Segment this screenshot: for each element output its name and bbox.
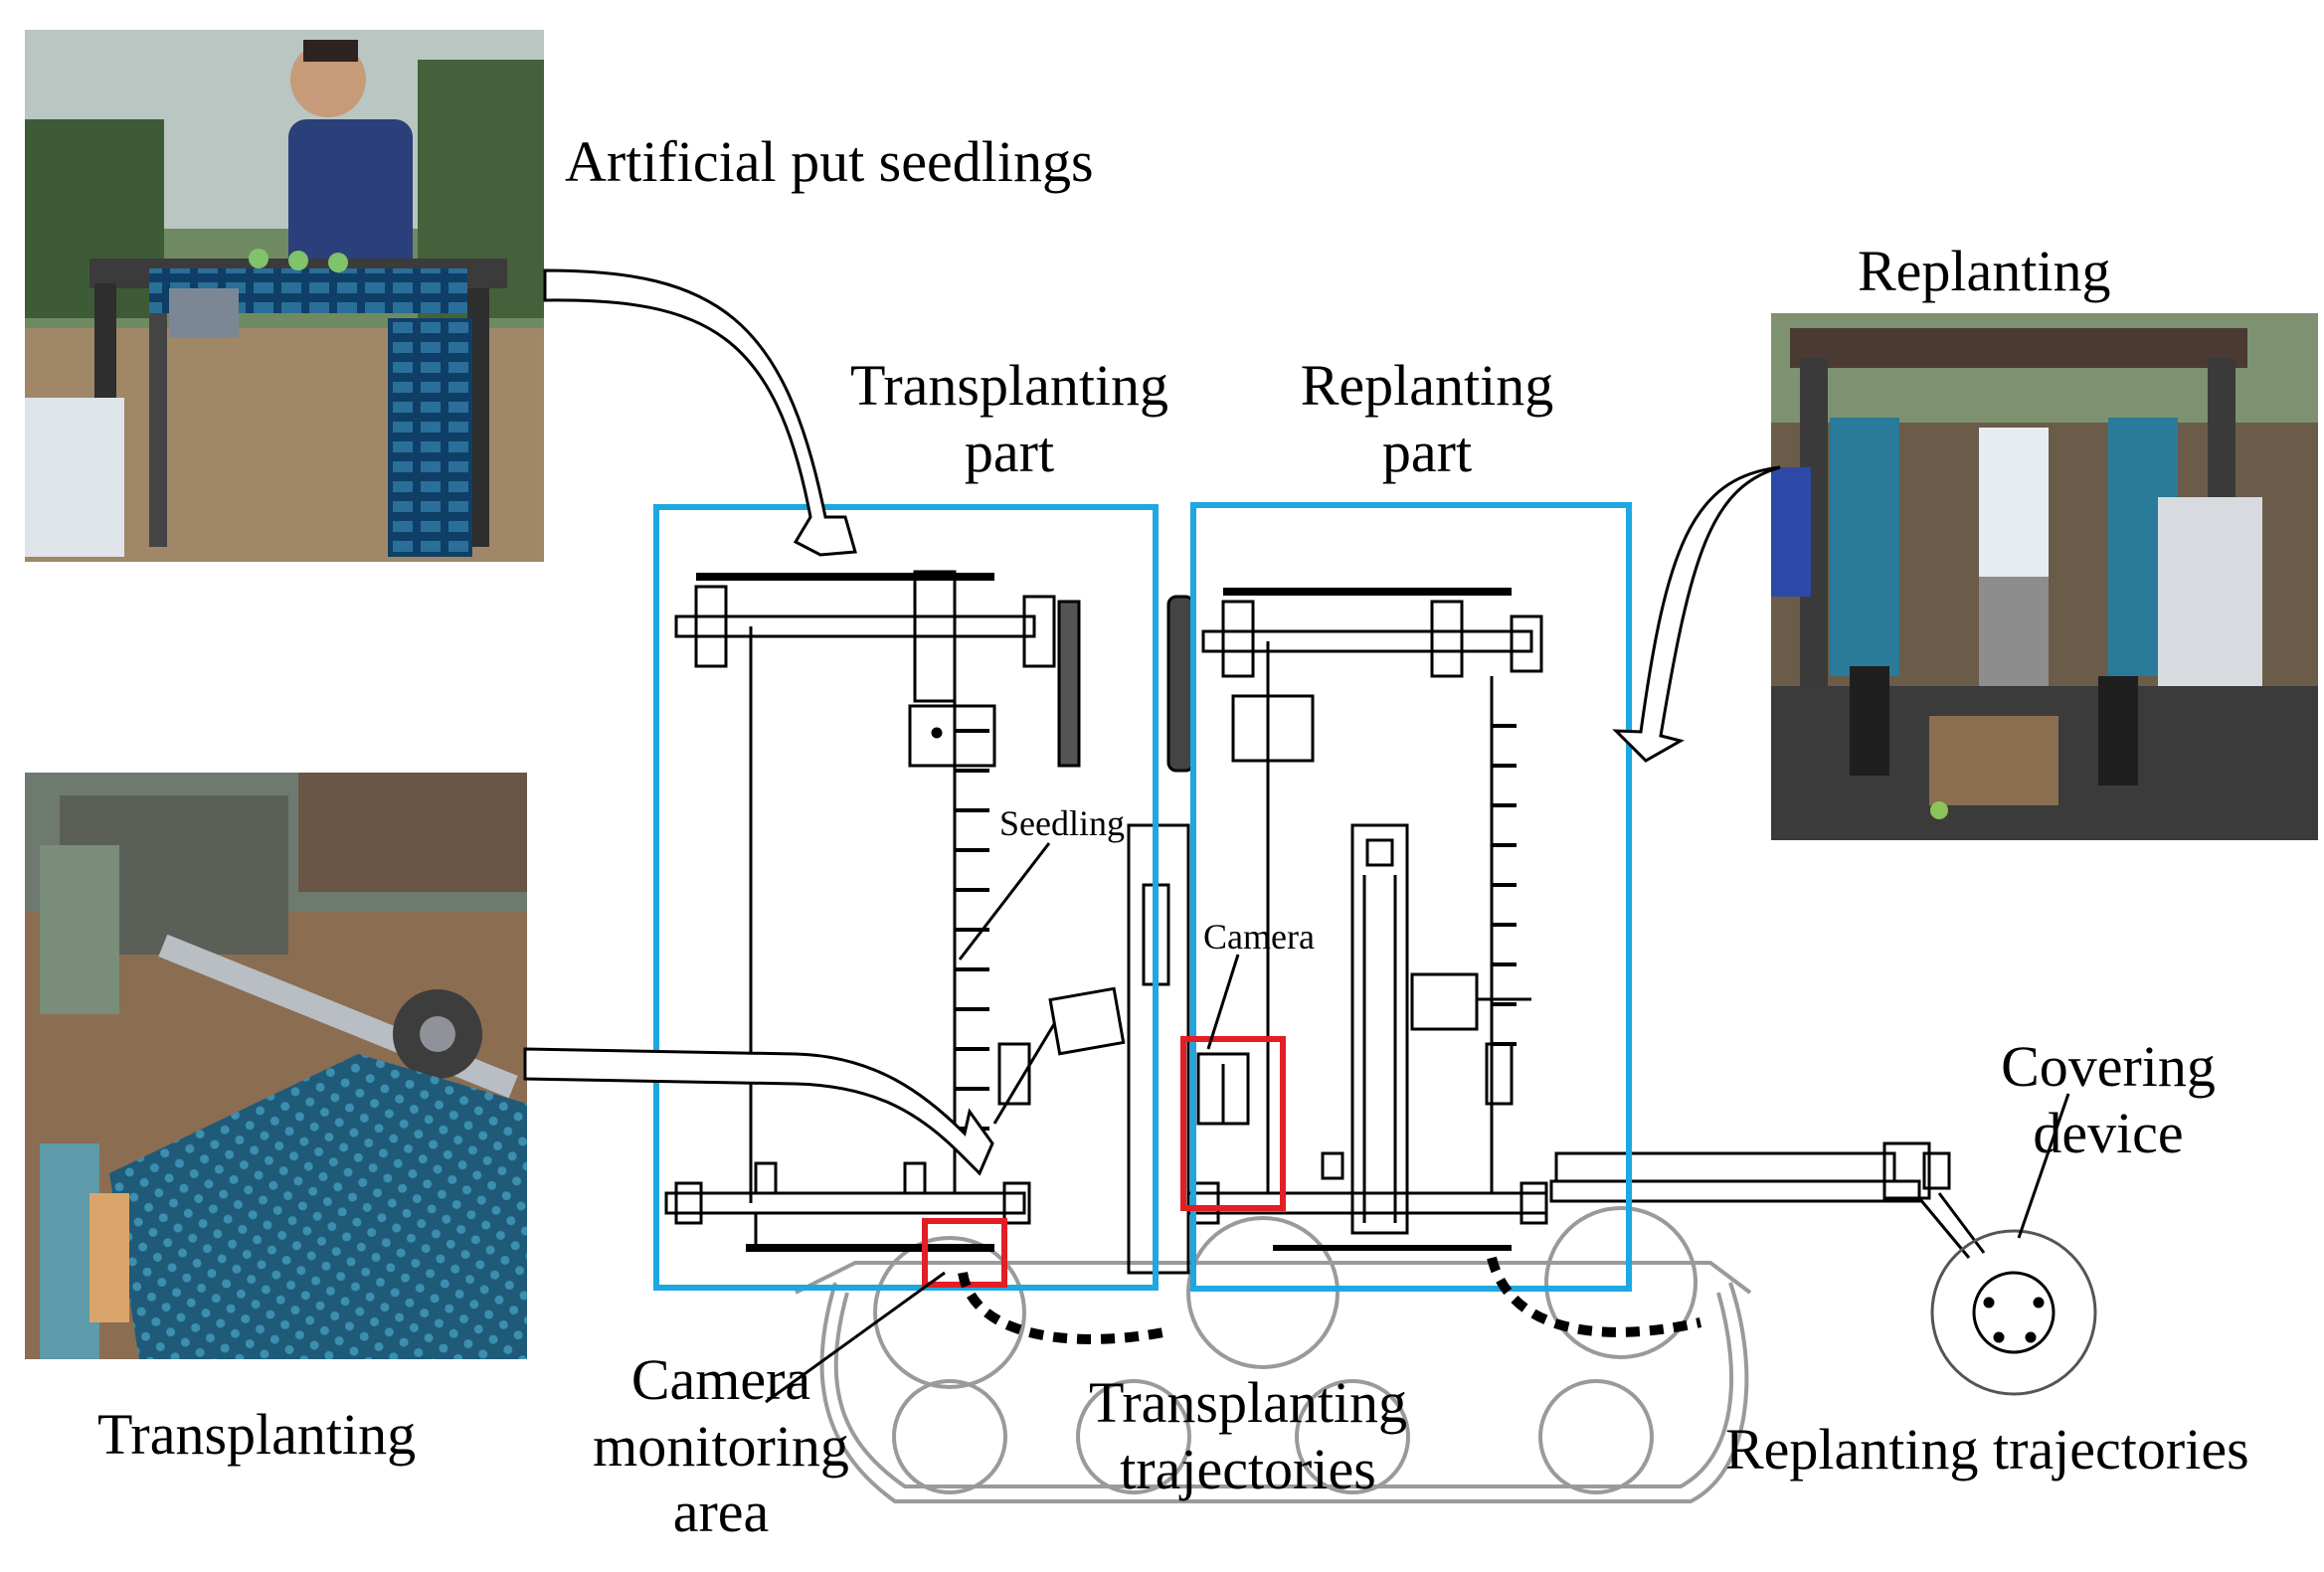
- label-covering-device-line1: Covering: [2001, 1034, 2216, 1099]
- camera-drawing: [1196, 1052, 1250, 1126]
- label-transplanting: Transplanting: [97, 1402, 417, 1467]
- arrow-transplanting: [523, 1047, 994, 1176]
- label-camera-monitoring-area-line3: area: [672, 1480, 770, 1545]
- center-chain-wheel: [1166, 595, 1195, 773]
- arrow-artificial-put-seedlings: [543, 268, 857, 557]
- label-replanting-trajectories: Replanting trajectories: [1725, 1417, 2249, 1482]
- replanting-trajectory-curve: [1487, 1256, 1702, 1337]
- replanting-part-box: [1190, 502, 1632, 1292]
- label-transplanting-trajectories: Transplanting trajectories: [1054, 1370, 1442, 1502]
- photo-replanting: [1771, 313, 2318, 840]
- label-camera-monitoring-area-line2: monitoring: [593, 1413, 849, 1479]
- label-camera-monitoring-area-line1: Camera: [630, 1347, 811, 1412]
- arrow-replanting: [1612, 465, 1781, 763]
- covering-device-drawing: [1549, 1141, 2097, 1396]
- transplanting-mechanism-drawing: [664, 570, 1190, 1275]
- label-transplanting-part: Transplanting part: [815, 353, 1203, 485]
- camera-leader: [1206, 954, 1240, 1050]
- photo-artificial-put-seedlings: [25, 30, 544, 562]
- label-replanting: Replanting: [1858, 239, 2111, 303]
- photo-transplanting: [25, 773, 527, 1359]
- label-transplanting-part-line2: part: [964, 419, 1055, 484]
- camera-monitoring-leader: [765, 1271, 946, 1404]
- label-transplanting-trajectories-line2: trajectories: [1120, 1436, 1376, 1501]
- label-replanting-part: Replanting part: [1263, 353, 1591, 485]
- transplanting-trajectory-curve: [958, 1271, 1164, 1344]
- crawler-track: [795, 1206, 1752, 1503]
- covering-device-leader: [2017, 1093, 2070, 1239]
- label-transplanting-part-line1: Transplanting: [849, 353, 1169, 418]
- label-artificial-put-seedlings: Artificial put seedlings: [565, 129, 1094, 194]
- label-transplanting-trajectories-line1: Transplanting: [1088, 1370, 1408, 1435]
- label-camera: Camera: [1203, 917, 1315, 957]
- seedling-leader: [958, 842, 1051, 961]
- replanting-mechanism-drawing: [1186, 588, 1548, 1251]
- label-seedling: Seedling: [999, 803, 1125, 843]
- label-camera-monitoring-area: Camera monitoring area: [567, 1347, 875, 1546]
- label-covering-device: Covering device: [1944, 1034, 2272, 1166]
- label-replanting-part-line2: part: [1381, 419, 1473, 484]
- transplanting-part-box: [653, 504, 1159, 1291]
- label-replanting-part-line1: Replanting: [1300, 353, 1554, 418]
- label-covering-device-line2: device: [2033, 1100, 2184, 1165]
- camera-box: [1180, 1036, 1286, 1211]
